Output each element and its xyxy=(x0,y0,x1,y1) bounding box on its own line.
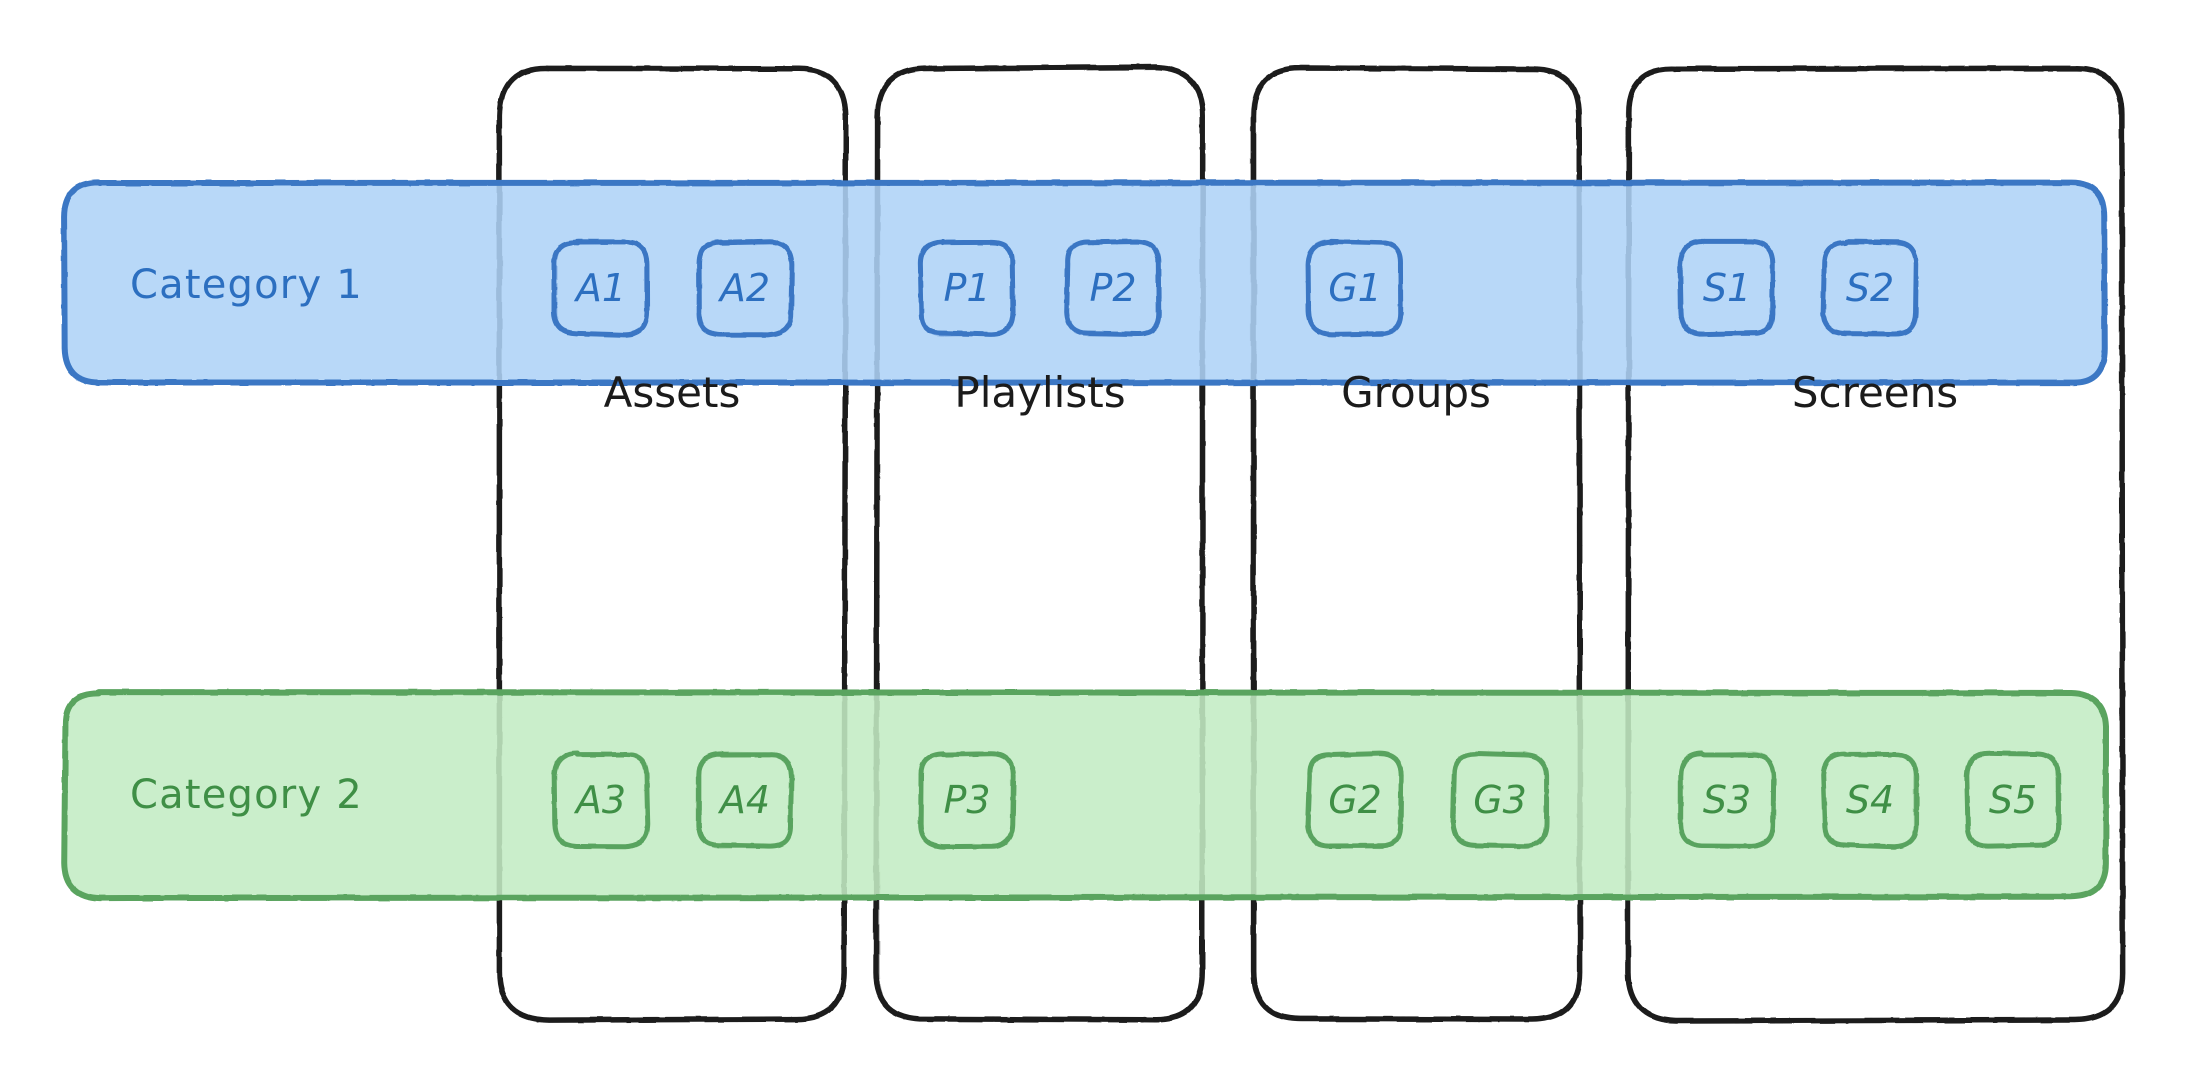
chip-label-g1[interactable]: G1 xyxy=(1328,266,1382,310)
chip-label-a2[interactable]: A2 xyxy=(719,266,771,310)
column-label-playlists: Playlists xyxy=(954,368,1126,417)
band-fill-category-1 xyxy=(65,182,2105,383)
band-label-category-2: Category 2 xyxy=(130,772,363,818)
band-category-2[interactable] xyxy=(61,689,2109,902)
column-outline-assets-pass2 xyxy=(497,66,848,1022)
chip-label-s4[interactable]: S4 xyxy=(1845,778,1895,822)
column-outline-screens[interactable] xyxy=(1625,65,2126,1024)
chip-label-s2[interactable]: S2 xyxy=(1845,266,1895,310)
chip-label-g2[interactable]: G2 xyxy=(1328,778,1382,822)
chip-label-p1[interactable]: P1 xyxy=(943,266,991,310)
column-outline-assets[interactable] xyxy=(496,65,849,1023)
chip-label-a4[interactable]: A4 xyxy=(719,778,771,822)
chip-label-a3[interactable]: A3 xyxy=(575,778,627,822)
band-outline-category-1 xyxy=(61,179,2108,386)
chip-label-s1[interactable]: S1 xyxy=(1702,266,1752,310)
chip-label-s5[interactable]: S5 xyxy=(1988,778,2038,822)
column-label-groups: Groups xyxy=(1341,368,1491,417)
band-fill-category-2 xyxy=(64,692,2106,898)
column-label-screens: Screens xyxy=(1791,368,1959,417)
chip-label-p3[interactable]: P3 xyxy=(943,778,991,822)
column-outline-playlists[interactable] xyxy=(873,64,1206,1023)
column-outline-screens-pass2 xyxy=(1625,66,2125,1023)
band-outline-category-2 xyxy=(61,689,2109,902)
column-outline-groups[interactable] xyxy=(1250,65,1583,1023)
column-outline-groups-pass2 xyxy=(1250,65,1581,1022)
band-category-1[interactable] xyxy=(61,179,2108,386)
chip-label-a1[interactable]: A1 xyxy=(575,266,627,310)
chip-label-s3[interactable]: S3 xyxy=(1702,778,1752,822)
column-label-assets: Assets xyxy=(603,368,741,417)
chip-label-g3[interactable]: G3 xyxy=(1473,778,1527,822)
column-outline-playlists-pass2 xyxy=(874,67,1204,1022)
band-label-category-1: Category 1 xyxy=(130,262,363,308)
chip-label-p2[interactable]: P2 xyxy=(1089,266,1137,310)
